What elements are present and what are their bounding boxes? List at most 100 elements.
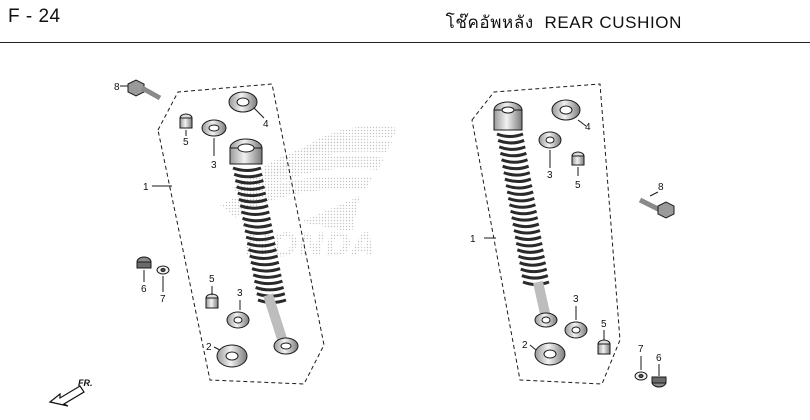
spring-coil: [243, 223, 273, 229]
spring-coil: [519, 261, 547, 267]
front-indicator-label: FR.: [78, 378, 93, 388]
spring-coil: [232, 166, 262, 172]
callout-right-rubber-top: 4: [585, 122, 591, 133]
right-collar-bottom: [597, 339, 611, 355]
right-assembly-boundary: [471, 83, 621, 385]
spring-coil: [247, 248, 277, 254]
spring-coil: [239, 204, 269, 210]
callout-left-collar-top: 5: [183, 137, 189, 148]
right-cap-nut: [651, 376, 667, 388]
page-title-english: REAR CUSHION: [544, 13, 682, 32]
callout-right-collar-top: 5: [575, 180, 581, 191]
callout-right-collar-bottom: 5: [601, 319, 607, 330]
callout-right-rubber-bottom: 2: [522, 340, 528, 351]
spring-coil: [507, 196, 535, 203]
spring-coil: [499, 151, 527, 158]
callout-left-cap-nut: 6: [141, 284, 147, 295]
callout-right-bolt: 8: [658, 182, 664, 193]
callout-right-bushing-bottom: 3: [573, 294, 579, 305]
right-bushing-bottom: [564, 321, 588, 339]
spring-coil: [512, 222, 540, 229]
left-bushing-top: [201, 119, 227, 137]
spring-coil: [497, 139, 525, 145]
front-indicator: FR.: [48, 378, 93, 407]
spring-coil: [515, 241, 543, 248]
spring-coil: [244, 229, 274, 235]
left-collar-top: [179, 113, 193, 129]
callout-left-washer: 7: [160, 294, 166, 305]
callout-right-cap-nut: 6: [656, 353, 662, 364]
spring-coil: [246, 242, 276, 248]
callout-left-bolt: 8: [114, 82, 120, 93]
spring-coil: [503, 171, 531, 177]
left-callouts: 8 5 3 4 1 6 7 5 3 2: [114, 82, 269, 353]
spring-coil: [521, 274, 549, 280]
spring-coil: [233, 172, 263, 179]
left-assembly: [120, 79, 325, 385]
spring-coil: [255, 286, 285, 292]
spring-coil: [500, 158, 529, 164]
callout-right-washer: 7: [638, 344, 644, 355]
spring-coil: [498, 145, 526, 151]
left-collar-bottom: [205, 293, 219, 309]
left-cap-nut: [136, 256, 152, 269]
spring-coil: [252, 273, 282, 279]
right-assembly: [471, 83, 675, 388]
page-code: F - 24: [8, 6, 61, 27]
right-rubber-bottom: [534, 342, 566, 366]
left-washer: [156, 265, 170, 275]
right-bushing-top: [538, 131, 562, 149]
spring-coil: [502, 164, 530, 171]
left-rubber-bottom: [216, 344, 248, 368]
callout-left-collar-bottom: 5: [209, 274, 215, 285]
right-callouts: 4 3 5 8 1 3 5 2 7 6: [470, 122, 664, 364]
left-bushing-bottom: [226, 311, 250, 329]
spring-coil: [514, 235, 542, 241]
left-bolt: [127, 79, 162, 101]
right-collar-top: [571, 151, 585, 166]
callout-left-shock: 1: [143, 182, 149, 193]
left-shock-absorber: [229, 138, 299, 355]
right-washer: [634, 371, 648, 381]
spring-coil: [496, 132, 524, 138]
callout-left-rubber-bottom: 2: [206, 342, 212, 353]
spring-coil: [245, 235, 275, 242]
callout-right-shock: 1: [470, 234, 476, 245]
callout-left-bushing-top: 3: [211, 160, 217, 171]
spring-coil: [238, 198, 268, 204]
left-rubber-top: [228, 91, 258, 113]
spring-coil: [249, 254, 279, 260]
spring-coil: [508, 203, 536, 209]
spring-coil: [511, 216, 539, 222]
callout-left-bushing-bottom: 3: [237, 288, 243, 299]
spring-coil: [236, 185, 266, 191]
spring-coil: [516, 248, 544, 254]
right-bolt: [638, 197, 675, 219]
spring-coil: [505, 184, 533, 190]
callout-right-bushing-top: 3: [547, 170, 553, 181]
spring-coil: [517, 254, 546, 261]
front-arrow-icon: [48, 385, 85, 407]
spring-coil: [250, 260, 280, 267]
left-spring: [232, 166, 287, 304]
spring-coil: [253, 279, 283, 286]
right-spring: [496, 132, 550, 286]
spring-coil: [504, 177, 532, 184]
header-rule: [0, 42, 810, 43]
spring-coil: [242, 216, 272, 223]
callout-left-rubber-top: 4: [263, 119, 269, 130]
spring-coil: [510, 209, 538, 216]
right-shock-absorber: [493, 101, 558, 328]
spring-coil: [240, 210, 270, 216]
spring-coil: [520, 267, 548, 274]
page-title-thai: โช๊คอัพหลัง: [445, 13, 534, 32]
spring-coil: [513, 229, 541, 235]
spring-coil: [237, 191, 267, 198]
right-rubber-top: [551, 99, 581, 121]
spring-coil: [234, 179, 264, 185]
spring-coil: [251, 267, 281, 273]
page-title: โช๊คอัพหลัง REAR CUSHION: [446, 9, 682, 36]
left-assembly-boundary: [157, 83, 325, 385]
